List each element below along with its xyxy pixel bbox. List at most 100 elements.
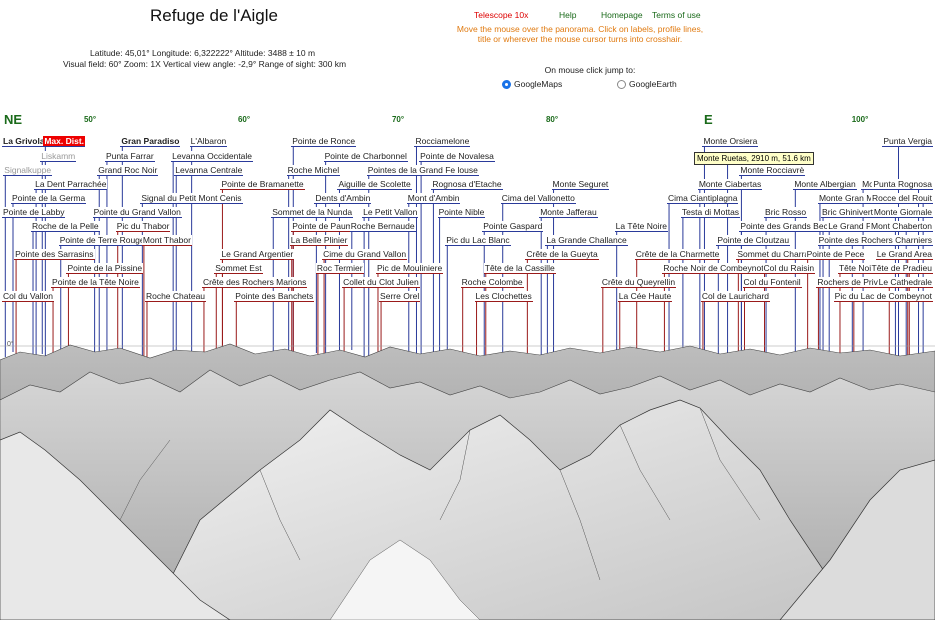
peak-label[interactable]: Sommet du Charra <box>736 249 811 260</box>
peak-label[interactable]: Pic du Thabor <box>115 221 171 232</box>
terrain[interactable] <box>0 343 935 620</box>
near-ridge-left[interactable] <box>0 431 231 620</box>
peak-label[interactable]: Pointe de la Germa <box>11 193 87 204</box>
peak-label[interactable]: Crête du Queyrellin <box>600 277 677 288</box>
peak-label[interactable]: Tête de Pradieu <box>870 263 933 274</box>
peak-label[interactable]: Pointe de Charbonnel <box>323 151 408 162</box>
peak-label[interactable]: Cima Ciantiplagna <box>667 193 739 204</box>
peak-label[interactable]: L'Albaron <box>189 136 228 147</box>
peak-label[interactable]: Pointe de Novalesa <box>419 151 495 162</box>
peak-label[interactable]: Le Grand Pierron <box>827 221 895 232</box>
telescope-link[interactable]: Telescope 10x <box>474 10 529 20</box>
peak-label[interactable]: Levanna Centrale <box>174 165 244 176</box>
peak-label[interactable]: Pic du Lac Blanc <box>445 235 511 246</box>
peak-label[interactable]: Le Petit Vallon <box>362 207 419 218</box>
peak-label[interactable]: Testa di Mottas <box>680 207 741 218</box>
peak-label[interactable]: Signalkuppe <box>3 165 53 176</box>
peak-label[interactable]: La Belle Plinier <box>289 235 349 246</box>
peak-label[interactable]: Monte Albergian <box>793 179 857 190</box>
peak-label[interactable]: Pointe de Labby <box>2 207 66 218</box>
peak-label[interactable]: Col du Fontenil <box>742 277 802 288</box>
peak-label[interactable]: Rocciamelone <box>414 136 471 147</box>
peak-label[interactable]: Rognosa d'Etache <box>431 179 503 190</box>
peak-label[interactable]: Pointe des Grands Becs <box>739 221 834 232</box>
peak-label[interactable]: Roche Bernaude <box>349 221 416 232</box>
googlemaps-radio[interactable]: GoogleMaps <box>502 79 562 89</box>
peak-label[interactable]: Pic du Lac de Combeynot <box>833 291 933 302</box>
peak-label[interactable]: Punta Vergia <box>882 136 933 147</box>
peak-label[interactable]: Roche Colombe <box>460 277 524 288</box>
peak-label[interactable]: Roche Noir de Combeynot <box>662 263 765 274</box>
peak-label[interactable]: Pointe du Grand Vallon <box>92 207 182 218</box>
peak-label[interactable]: Monte Jafferau <box>539 207 598 218</box>
peak-label[interactable]: Collet du Clot Julien <box>342 277 420 288</box>
peak-label[interactable]: Roche Chateau <box>144 291 207 302</box>
peak-label[interactable]: Pointes de la Grand Fe louse <box>366 165 479 176</box>
page-title[interactable]: Refuge de l'Aigle <box>150 6 278 25</box>
peak-label[interactable]: Monte Rocciavrè <box>739 165 806 176</box>
peak-label[interactable]: Pointe de Paumont <box>291 221 366 232</box>
peak-label[interactable]: Crête des Rochers Marions <box>201 277 308 288</box>
peak-label[interactable]: Tête de la Cassille <box>483 263 556 274</box>
peak-label[interactable]: Pointe de Pece <box>805 249 866 260</box>
peak-label[interactable]: Mont d'Ambin <box>406 193 461 204</box>
peak-label[interactable]: Cime du Grand Vallon <box>322 249 408 260</box>
peak-label[interactable]: La Cée Haute <box>617 291 673 302</box>
near-ridge-right[interactable] <box>779 459 935 620</box>
peak-label[interactable]: La Tête Noire <box>614 221 669 232</box>
peak-label[interactable]: Liskamm <box>40 151 77 162</box>
peak-label[interactable]: Sommet Est <box>214 263 263 274</box>
peak-label[interactable]: Monte Giornale <box>872 207 933 218</box>
peak-label[interactable]: Crête de la Gueyta <box>525 249 599 260</box>
peak-label[interactable]: Pointe des Banchets <box>234 291 315 302</box>
peak-label[interactable]: Mont Chaberton <box>870 221 933 232</box>
peak-label[interactable]: Sommet de la Nunda <box>271 207 354 218</box>
peak-label[interactable]: Bric Ghinivert <box>821 207 875 218</box>
peak-label[interactable]: Le Cathedrale <box>877 277 933 288</box>
peak-label[interactable]: Dents d'Ambin <box>314 193 372 204</box>
peak-label[interactable]: Pointe Nible <box>437 207 486 218</box>
peak-label[interactable]: Monte Orsiera <box>702 136 759 147</box>
help-link[interactable]: Help <box>559 10 577 20</box>
googleearth-radio[interactable]: GoogleEarth <box>617 79 677 89</box>
peak-label[interactable]: Roc Termier <box>315 263 364 274</box>
peak-label[interactable]: La Grivola <box>2 136 46 147</box>
peak-label[interactable]: Col du Vallon <box>2 291 54 302</box>
peak-label[interactable]: Pic de Mouliniere <box>375 263 444 274</box>
peak-label[interactable]: Bric Rosso <box>764 207 808 218</box>
peak-label[interactable]: Levanna Occidentale <box>171 151 254 162</box>
peak-label[interactable]: Pointe des Rochers Charniers <box>817 235 933 246</box>
terms-link[interactable]: Terms of use <box>652 10 701 20</box>
peak-label[interactable]: Roche Michel <box>286 165 341 176</box>
peak-label[interactable]: Le Grand Argentier <box>220 249 295 260</box>
peak-label[interactable]: Pointe de Bramanette <box>220 179 305 190</box>
peak-label[interactable]: Col du Raisin <box>762 263 816 274</box>
peak-label[interactable]: Pointe des Sarrasins <box>14 249 95 260</box>
peak-label[interactable]: Pointe de la Tête Noire <box>51 277 140 288</box>
peak-label[interactable]: Pointe de Terre Rouge <box>58 235 146 246</box>
peak-label[interactable]: Monte Ciabertas <box>697 179 763 190</box>
peak-label[interactable]: Crête de la Charmette <box>634 249 721 260</box>
peak-label[interactable]: Pointe Gaspard <box>482 221 544 232</box>
peak-label[interactable]: Le Grand Area <box>875 249 933 260</box>
homepage-link[interactable]: Homepage <box>601 10 643 20</box>
peak-label[interactable]: Monte Seguret <box>551 179 610 190</box>
peak-label[interactable]: Monte Gran Muils <box>817 193 888 204</box>
peak-label[interactable]: Pointe de Ronce <box>291 136 357 147</box>
peak-label[interactable]: La Grande Challance <box>545 235 628 246</box>
peak-label[interactable]: Aiguille de Scolette <box>337 179 412 190</box>
peak-label[interactable]: Serre Orel <box>379 291 421 302</box>
peak-label[interactable]: Pointe de Cloutzau <box>716 235 791 246</box>
peak-label[interactable]: Max. Dist. <box>43 136 86 147</box>
peak-label[interactable]: Rocce del Rouit <box>870 193 933 204</box>
peak-label[interactable]: Col de Laurichard <box>700 291 771 302</box>
peak-label[interactable]: Les Clochettes <box>474 291 533 302</box>
peak-label[interactable]: Rochers de Prive <box>816 277 884 288</box>
peak-label[interactable]: Grand Roc Noir <box>97 165 159 176</box>
peak-label[interactable]: Punta Rognosa <box>872 179 933 190</box>
peak-label[interactable]: Tête Noire <box>837 263 880 274</box>
peak-label[interactable]: Pointe de la Pissine <box>66 263 144 274</box>
peak-label[interactable]: Mont Thabor <box>141 235 192 246</box>
peak-label[interactable]: Gran Paradiso <box>120 136 181 147</box>
